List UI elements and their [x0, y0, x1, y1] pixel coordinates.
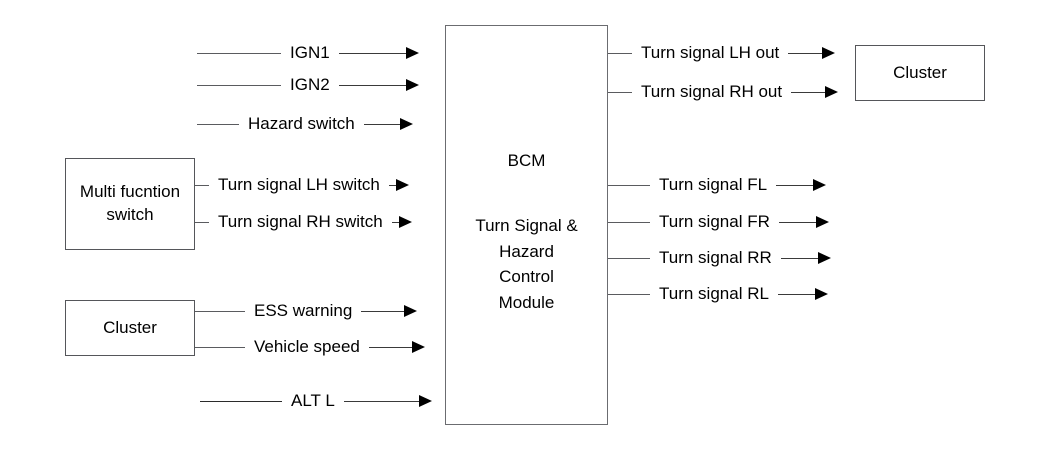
input-label-turn-signal-rh-switch: Turn signal RH switch	[218, 212, 383, 231]
input-stub-vehicle-speed	[195, 346, 245, 348]
input-stub-ign1	[197, 52, 281, 54]
input-stub-ign2	[197, 84, 281, 86]
output-label-turn-signal-lh-out: Turn signal LH out	[641, 43, 780, 62]
output-arrow-turn-signal-rh-out	[791, 86, 839, 98]
output-stub-turn-signal-fl	[608, 184, 650, 186]
input-label-vehicle-speed: Vehicle speed	[254, 337, 360, 356]
input-stub-turn-signal-lh-switch	[195, 184, 209, 186]
input-arrow-hazard-switch	[363, 118, 413, 130]
input-stub-turn-signal-rh-switch	[195, 221, 209, 223]
input-arrow-ign1	[338, 47, 419, 59]
bcm-block-module-name: Turn Signal & Hazard Control Module	[475, 216, 578, 312]
input-row-turn-signal-rh-switch: Turn signal RH switch	[195, 211, 412, 233]
output-row-turn-signal-rl: Turn signal RL	[608, 283, 828, 305]
cluster-block-right: Cluster	[855, 45, 985, 101]
output-label-turn-signal-rr: Turn signal RR	[659, 248, 772, 267]
input-arrow-alt-l	[343, 395, 432, 407]
input-arrow-ign2	[338, 79, 419, 91]
output-label-turn-signal-fl: Turn signal FL	[659, 175, 768, 194]
output-stub-turn-signal-lh-out	[608, 52, 632, 54]
input-label-alt-l: ALT L	[291, 391, 335, 410]
output-label-turn-signal-fr: Turn signal FR	[659, 212, 770, 231]
input-row-ess-warning: ESS warning	[195, 300, 418, 322]
input-label-hazard-switch: Hazard switch	[248, 114, 355, 133]
output-stub-turn-signal-rh-out	[608, 91, 632, 93]
bcm-block: BCM Turn Signal & Hazard Control Module	[445, 25, 608, 425]
output-row-turn-signal-fr: Turn signal FR	[608, 211, 829, 233]
input-label-ess-warning: ESS warning	[254, 301, 353, 320]
output-row-turn-signal-rr: Turn signal RR	[608, 247, 831, 269]
input-arrow-turn-signal-lh-switch	[388, 179, 409, 191]
output-arrow-turn-signal-lh-out	[788, 47, 836, 59]
input-arrow-ess-warning	[361, 305, 418, 317]
multi-function-switch-block: Multi fucntion switch	[65, 158, 195, 250]
input-stub-hazard-switch	[197, 123, 239, 125]
input-row-ign2: IGN2	[197, 74, 419, 96]
input-stub-ess-warning	[195, 310, 245, 312]
bcm-block-title: BCM	[507, 151, 546, 170]
input-label-ign1: IGN1	[290, 43, 330, 62]
input-label-turn-signal-lh-switch: Turn signal LH switch	[218, 175, 380, 194]
input-label-ign2: IGN2	[290, 75, 330, 94]
input-row-hazard-switch: Hazard switch	[197, 113, 413, 135]
cluster-block-left: Cluster	[65, 300, 195, 356]
input-row-vehicle-speed: Vehicle speed	[195, 336, 425, 358]
output-arrow-turn-signal-fr	[778, 216, 829, 228]
input-arrow-turn-signal-rh-switch	[391, 216, 412, 228]
input-stub-alt-l	[200, 400, 282, 402]
output-stub-turn-signal-fr	[608, 221, 650, 223]
output-stub-turn-signal-rl	[608, 293, 650, 295]
input-arrow-vehicle-speed	[368, 341, 425, 353]
input-row-turn-signal-lh-switch: Turn signal LH switch	[195, 174, 409, 196]
input-row-ign1: IGN1	[197, 42, 419, 64]
input-row-alt-l: ALT L	[200, 390, 432, 412]
output-label-turn-signal-rh-out: Turn signal RH out	[641, 82, 783, 101]
output-stub-turn-signal-rr	[608, 257, 650, 259]
output-arrow-turn-signal-rr	[780, 252, 831, 264]
output-row-turn-signal-rh-out: Turn signal RH out	[608, 81, 839, 103]
output-row-turn-signal-lh-out: Turn signal LH out	[608, 42, 836, 64]
output-label-turn-signal-rl: Turn signal RL	[659, 284, 769, 303]
output-arrow-turn-signal-fl	[776, 179, 827, 191]
output-arrow-turn-signal-rl	[777, 288, 828, 300]
output-row-turn-signal-fl: Turn signal FL	[608, 174, 827, 196]
